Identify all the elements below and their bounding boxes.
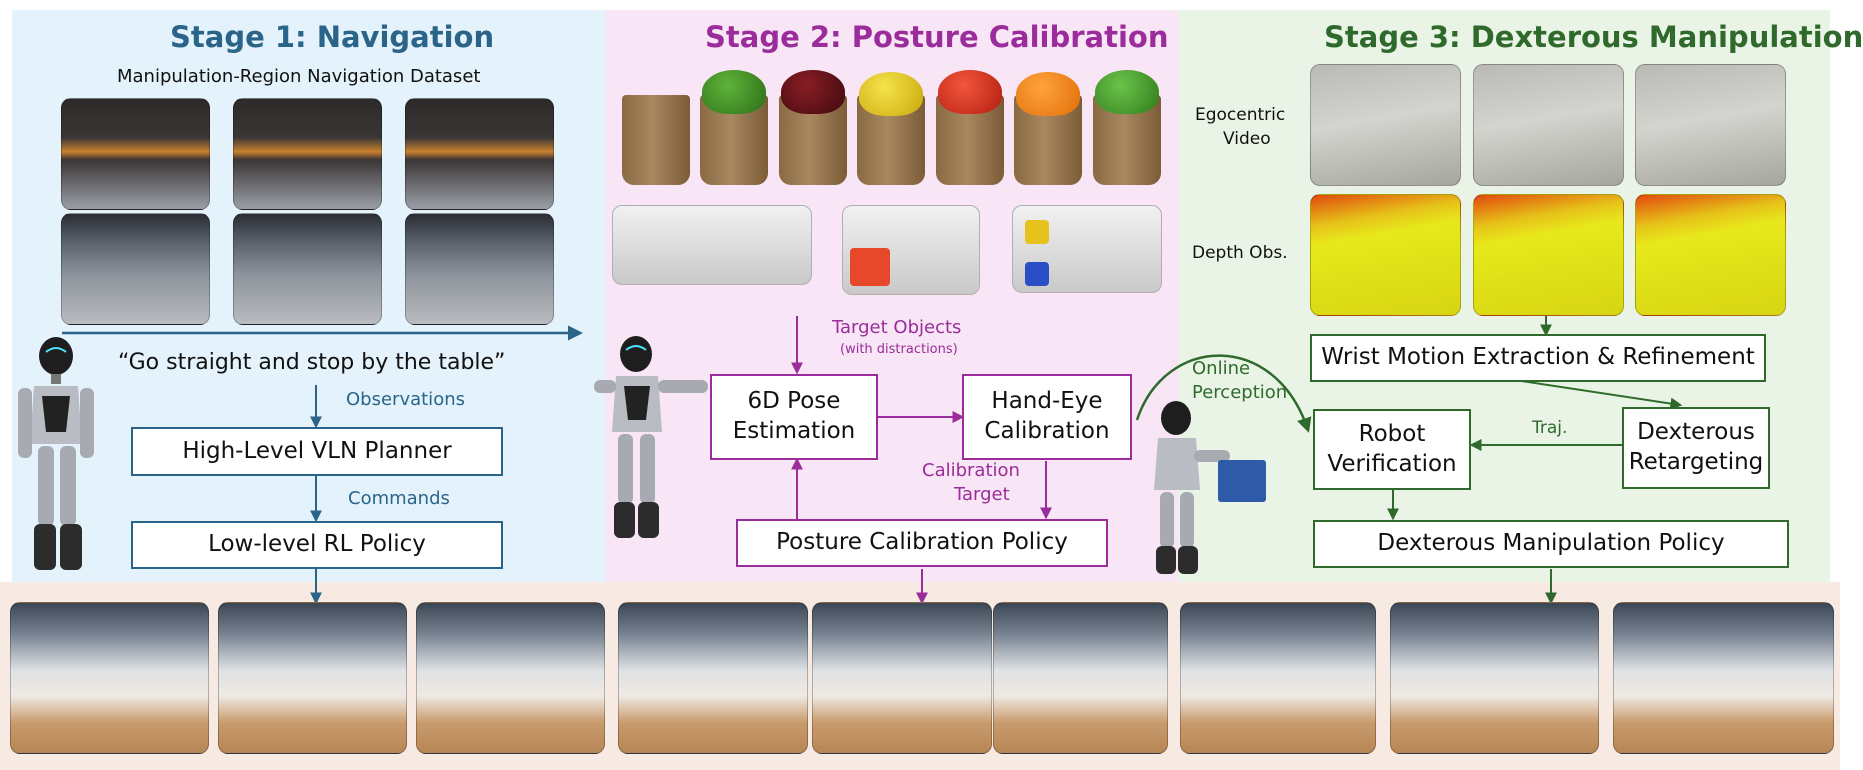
exec-frame-9 bbox=[1613, 602, 1834, 754]
ego-frame-3 bbox=[1635, 64, 1786, 186]
exec-frame-1 bbox=[10, 602, 209, 754]
nav-photo-1 bbox=[61, 98, 210, 210]
lemon bbox=[859, 72, 923, 116]
depth-frame-1 bbox=[1310, 194, 1461, 316]
target-objects-label: Target Objects bbox=[832, 317, 962, 338]
depth-frame-2 bbox=[1473, 194, 1624, 316]
humanoid-robot-reaching-icon bbox=[594, 336, 708, 538]
nav-photo-4 bbox=[61, 213, 210, 325]
blue-die bbox=[1025, 262, 1049, 286]
online-perception-arrow bbox=[1135, 354, 1312, 433]
humanoid-robot-icon bbox=[18, 337, 94, 570]
nav-photo-6 bbox=[405, 213, 554, 325]
wrist-motion-box: Wrist Motion Extraction & Refinement bbox=[1310, 334, 1766, 382]
exec-frame-7 bbox=[1180, 602, 1376, 754]
red-apple bbox=[938, 70, 1002, 114]
rl-policy-box: Low-level RL Policy bbox=[131, 521, 503, 569]
nav-photo-2 bbox=[233, 98, 382, 210]
robot-verification-line2: Verification bbox=[1327, 450, 1457, 477]
humanoid-robot-holding-icon bbox=[1154, 401, 1266, 574]
dexterous-retargeting-line1: Dexterous bbox=[1637, 419, 1755, 446]
depth-frame-3 bbox=[1635, 194, 1786, 316]
dexterous-retargeting-line2: Retargeting bbox=[1628, 449, 1764, 475]
calibration-target-line1: Calibration bbox=[922, 460, 1020, 481]
green-apple-1 bbox=[702, 70, 766, 114]
hand-eye-line1: Hand-Eye bbox=[991, 388, 1103, 415]
online-perception-line1: Online bbox=[1192, 358, 1251, 379]
online-perception-line2: Perception bbox=[1192, 382, 1288, 403]
exec-frame-2 bbox=[218, 602, 407, 754]
dark-apple bbox=[781, 70, 845, 114]
posture-calibration-policy-box: Posture Calibration Policy bbox=[736, 519, 1108, 567]
exec-frame-6 bbox=[993, 602, 1168, 754]
red-blocks bbox=[850, 248, 890, 286]
yellow-die bbox=[1025, 220, 1049, 244]
ego-frame-1 bbox=[1310, 64, 1461, 186]
cup-empty bbox=[622, 95, 690, 185]
stage1-title: Stage 1: Navigation bbox=[170, 20, 495, 54]
dexterous-manipulation-policy-box: Dexterous Manipulation Policy bbox=[1313, 520, 1789, 568]
dexterous-retargeting-box: Dexterous Retargeting bbox=[1622, 407, 1770, 489]
instruction-text: “Go straight and stop by the table” bbox=[118, 350, 506, 375]
robot-verification-box: Robot Verification bbox=[1313, 409, 1471, 490]
calibration-target-line2: Target bbox=[954, 484, 1010, 505]
pose-estimation-line2: Estimation bbox=[732, 418, 856, 444]
stage2-title: Stage 2: Posture Calibration bbox=[705, 20, 1169, 54]
stage3-title: Stage 3: Dexterous Manipulation bbox=[1324, 20, 1863, 54]
robot-verification-line1: Robot bbox=[1358, 420, 1426, 447]
nav-photo-3 bbox=[405, 98, 554, 210]
exec-frame-8 bbox=[1390, 602, 1599, 754]
green-apple-2 bbox=[1095, 70, 1159, 114]
exec-frame-5 bbox=[812, 602, 992, 754]
exec-frame-3 bbox=[416, 602, 605, 754]
dataset-label: Manipulation-Region Navigation Dataset bbox=[117, 66, 481, 87]
hand-eye-line2: Calibration bbox=[984, 418, 1110, 444]
observations-label: Observations bbox=[346, 389, 465, 410]
pose-estimation-line1: 6D Pose bbox=[747, 388, 841, 415]
depth-obs-label: Depth Obs. bbox=[1192, 243, 1288, 263]
nav-photo-5 bbox=[233, 213, 382, 325]
traj-label: Traj. bbox=[1532, 418, 1568, 438]
exec-frame-4 bbox=[618, 602, 808, 754]
distractions-label: (with distractions) bbox=[840, 342, 958, 357]
ego-frame-2 bbox=[1473, 64, 1624, 186]
pose-estimation-box: 6D Pose Estimation bbox=[710, 374, 878, 460]
tray-empty bbox=[612, 205, 812, 285]
egocentric-label-line2: Video bbox=[1223, 129, 1271, 149]
orange bbox=[1016, 72, 1080, 116]
commands-label: Commands bbox=[348, 488, 450, 509]
egocentric-label-line1: Egocentric bbox=[1195, 105, 1286, 125]
hand-eye-calibration-box: Hand-Eye Calibration bbox=[962, 374, 1132, 460]
vln-planner-box: High-Level VLN Planner bbox=[131, 427, 503, 476]
